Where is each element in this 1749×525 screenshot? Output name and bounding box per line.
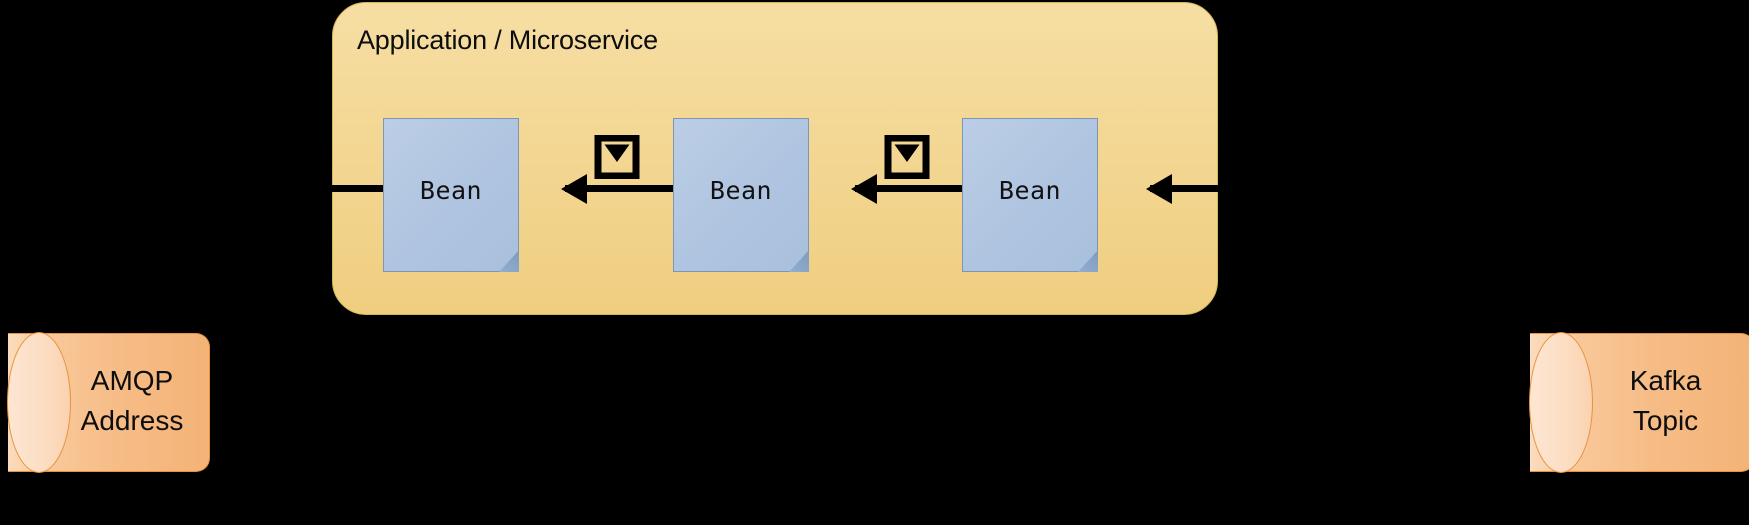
arrow-head-kafka-to-bean3 — [1146, 174, 1172, 204]
amqp-address-line-2: Address — [80, 405, 184, 436]
bean-node-1[interactable]: Bean — [383, 118, 519, 272]
kafka-topic-cylinder[interactable]: Kafka Topic — [1529, 332, 1749, 473]
amqp-address-cylinder[interactable]: AMQP Address — [7, 332, 210, 473]
arrow-head-bean2-to-bean1 — [561, 174, 587, 204]
bean-node-3[interactable]: Bean — [962, 118, 1098, 272]
note-document-icon — [673, 118, 809, 272]
bean-label: Bean — [709, 176, 773, 205]
cylinder-cap — [1529, 332, 1593, 473]
cylinder-cap — [7, 332, 71, 473]
arrow-line-bean1-to-amqp — [332, 185, 386, 192]
bean-node-2[interactable]: Bean — [673, 118, 809, 272]
arrow-line-kafka-to-bean3 — [1150, 185, 1220, 192]
arrow-head-bean3-to-bean2 — [851, 174, 877, 204]
note-document-icon — [962, 118, 1098, 272]
envelope-icon — [594, 135, 640, 179]
kafka-topic-line-2: Topic — [1632, 405, 1699, 436]
note-document-icon — [383, 118, 519, 272]
bean-label: Bean — [419, 176, 483, 205]
envelope-icon — [884, 135, 930, 179]
kafka-topic-line-1: Kafka — [1629, 365, 1702, 396]
amqp-address-line-1: AMQP — [90, 365, 174, 396]
amqp-address-label: AMQP Address — [62, 361, 202, 441]
bean-label: Bean — [998, 176, 1062, 205]
arrow-line-bean3-to-bean2 — [855, 185, 965, 192]
arrow-line-bean2-to-bean1 — [565, 185, 675, 192]
container-title: Application / Microservice — [357, 25, 658, 55]
kafka-topic-label: Kafka Topic — [1584, 361, 1747, 441]
